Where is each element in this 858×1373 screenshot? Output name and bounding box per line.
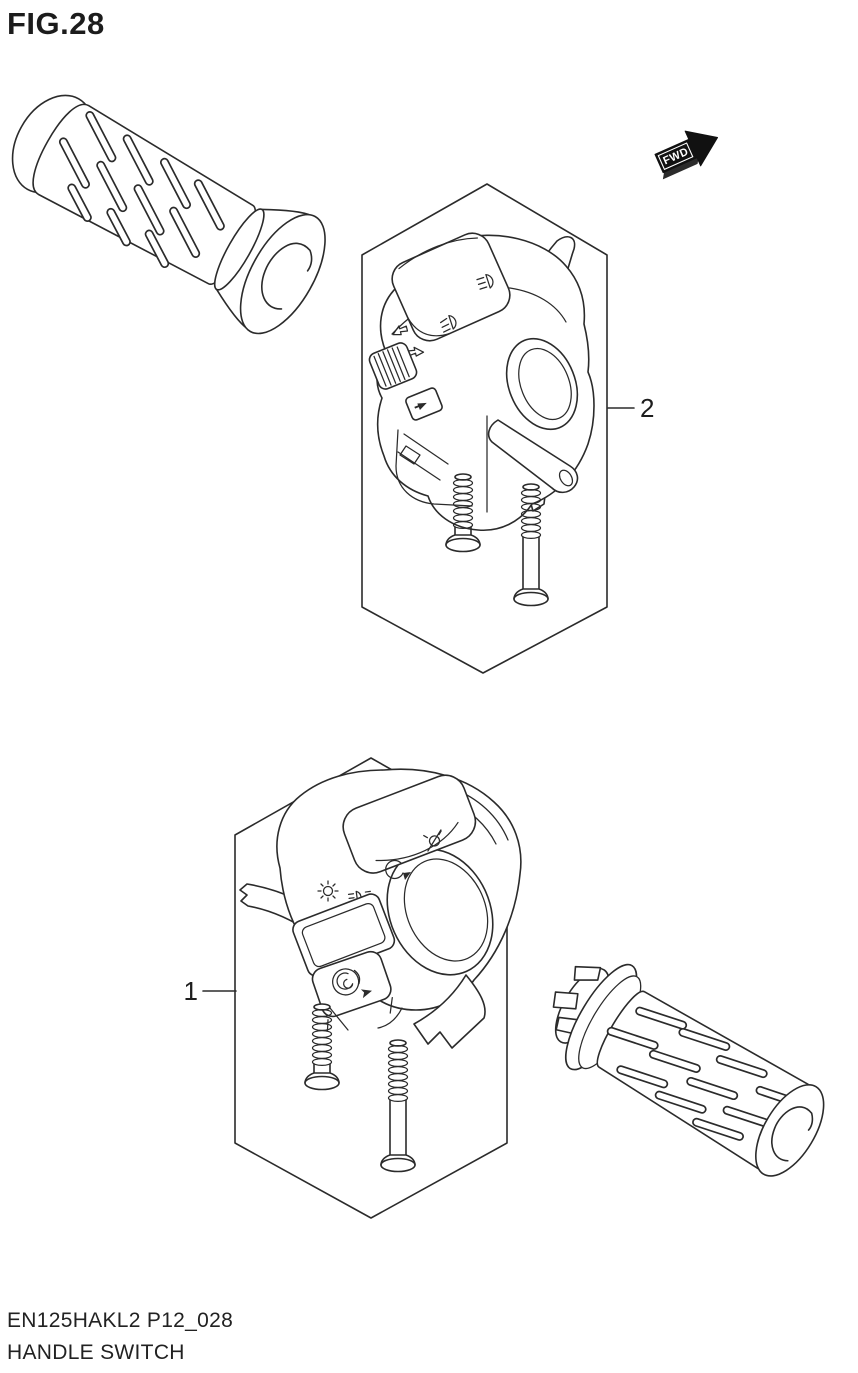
left-handlebar-grip bbox=[11, 94, 326, 335]
right-handle-switch bbox=[368, 232, 595, 532]
callout-2-label: 2 bbox=[640, 393, 654, 423]
position-light-icon bbox=[317, 880, 339, 902]
dimmer-switch-pad bbox=[391, 232, 511, 342]
handlebar-stub bbox=[487, 419, 579, 494]
grip-end-face bbox=[755, 1084, 825, 1177]
throttle-flange-tab bbox=[573, 965, 602, 981]
low-beam-icon bbox=[439, 315, 457, 333]
passing-light-icon bbox=[423, 829, 442, 852]
top-switch-pad bbox=[342, 774, 477, 874]
mounting-screw-long bbox=[380, 1039, 416, 1173]
grip-flange-spiral bbox=[261, 242, 313, 310]
housing-bottom-lug bbox=[413, 974, 486, 1049]
turn-left-arrow-icon bbox=[392, 325, 409, 336]
mounting-screw-short bbox=[445, 473, 481, 553]
left-handle-switch bbox=[276, 768, 522, 1049]
throttle-flange-tab bbox=[552, 991, 579, 1010]
grip-flange-face bbox=[239, 213, 326, 335]
fwd-arrow-icon: FWD bbox=[654, 130, 719, 180]
part-code: EN125HAKL2 P12_028 bbox=[7, 1309, 234, 1332]
item-2-outline bbox=[361, 183, 608, 674]
return-arrow-icon bbox=[385, 859, 411, 880]
part-name: HANDLE SWITCH bbox=[7, 1341, 185, 1364]
handlebar-clamp-ring bbox=[505, 337, 579, 431]
item-1-assembly: 1 bbox=[184, 757, 522, 1219]
throttle-grip bbox=[552, 963, 825, 1177]
mounting-screw-long bbox=[513, 483, 549, 607]
horn-button bbox=[311, 950, 393, 1032]
figure-title: FIG.28 bbox=[7, 6, 105, 41]
grip-end-spiral bbox=[771, 1106, 814, 1162]
item-2-assembly: 2 bbox=[361, 183, 654, 674]
callout-1-label: 1 bbox=[184, 976, 198, 1006]
mounting-screw-short bbox=[304, 1003, 340, 1091]
switch-plate bbox=[405, 387, 443, 421]
turn-signal-knob bbox=[368, 342, 418, 390]
high-beam-icon bbox=[476, 274, 494, 290]
